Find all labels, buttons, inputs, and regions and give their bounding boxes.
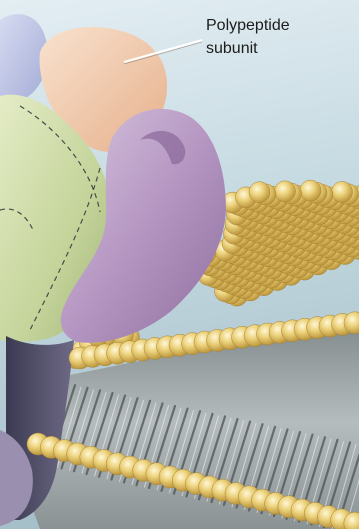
lipid-head: [275, 181, 296, 202]
lipid-head: [249, 182, 270, 203]
lipid-head: [332, 182, 353, 203]
label-line-1: Polypeptide: [206, 14, 290, 37]
lipid-head: [300, 180, 321, 201]
label-line-2: subunit: [206, 37, 290, 60]
polypeptide-subunit-label: Polypeptide subunit: [206, 14, 290, 60]
